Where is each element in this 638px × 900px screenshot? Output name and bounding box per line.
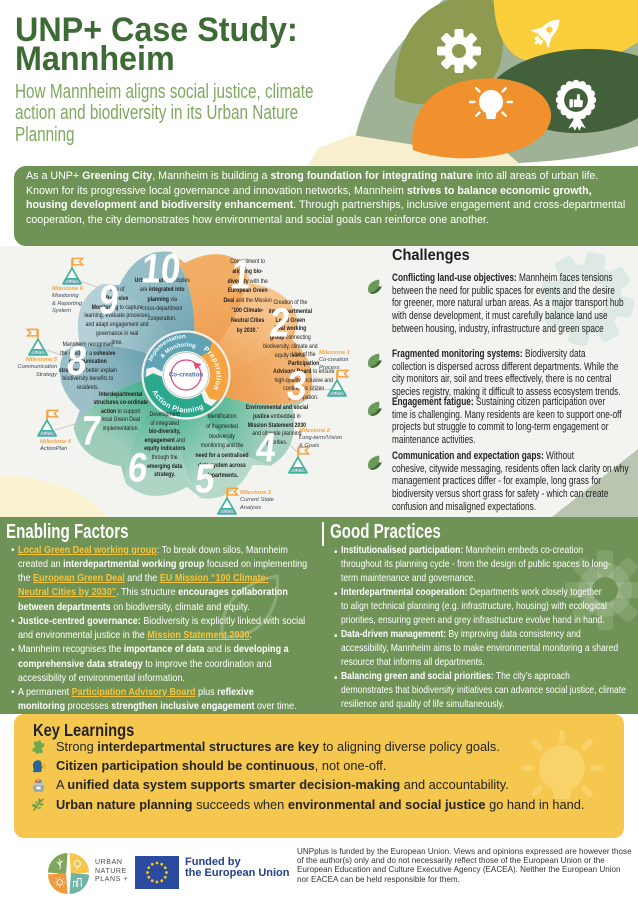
svg-text:2: 2 (268, 300, 292, 346)
svg-text:Co-creation: Co-creation (169, 372, 204, 379)
svg-text:10: 10 (139, 246, 183, 292)
svg-text:9: 9 (97, 277, 121, 323)
svg-text:3: 3 (285, 363, 309, 409)
svg-text:6: 6 (126, 445, 150, 491)
svg-text:8: 8 (65, 338, 89, 384)
svg-text:7: 7 (79, 408, 103, 454)
svg-text:1: 1 (229, 252, 253, 298)
svg-text:5: 5 (193, 456, 217, 502)
svg-text:4: 4 (254, 425, 279, 471)
